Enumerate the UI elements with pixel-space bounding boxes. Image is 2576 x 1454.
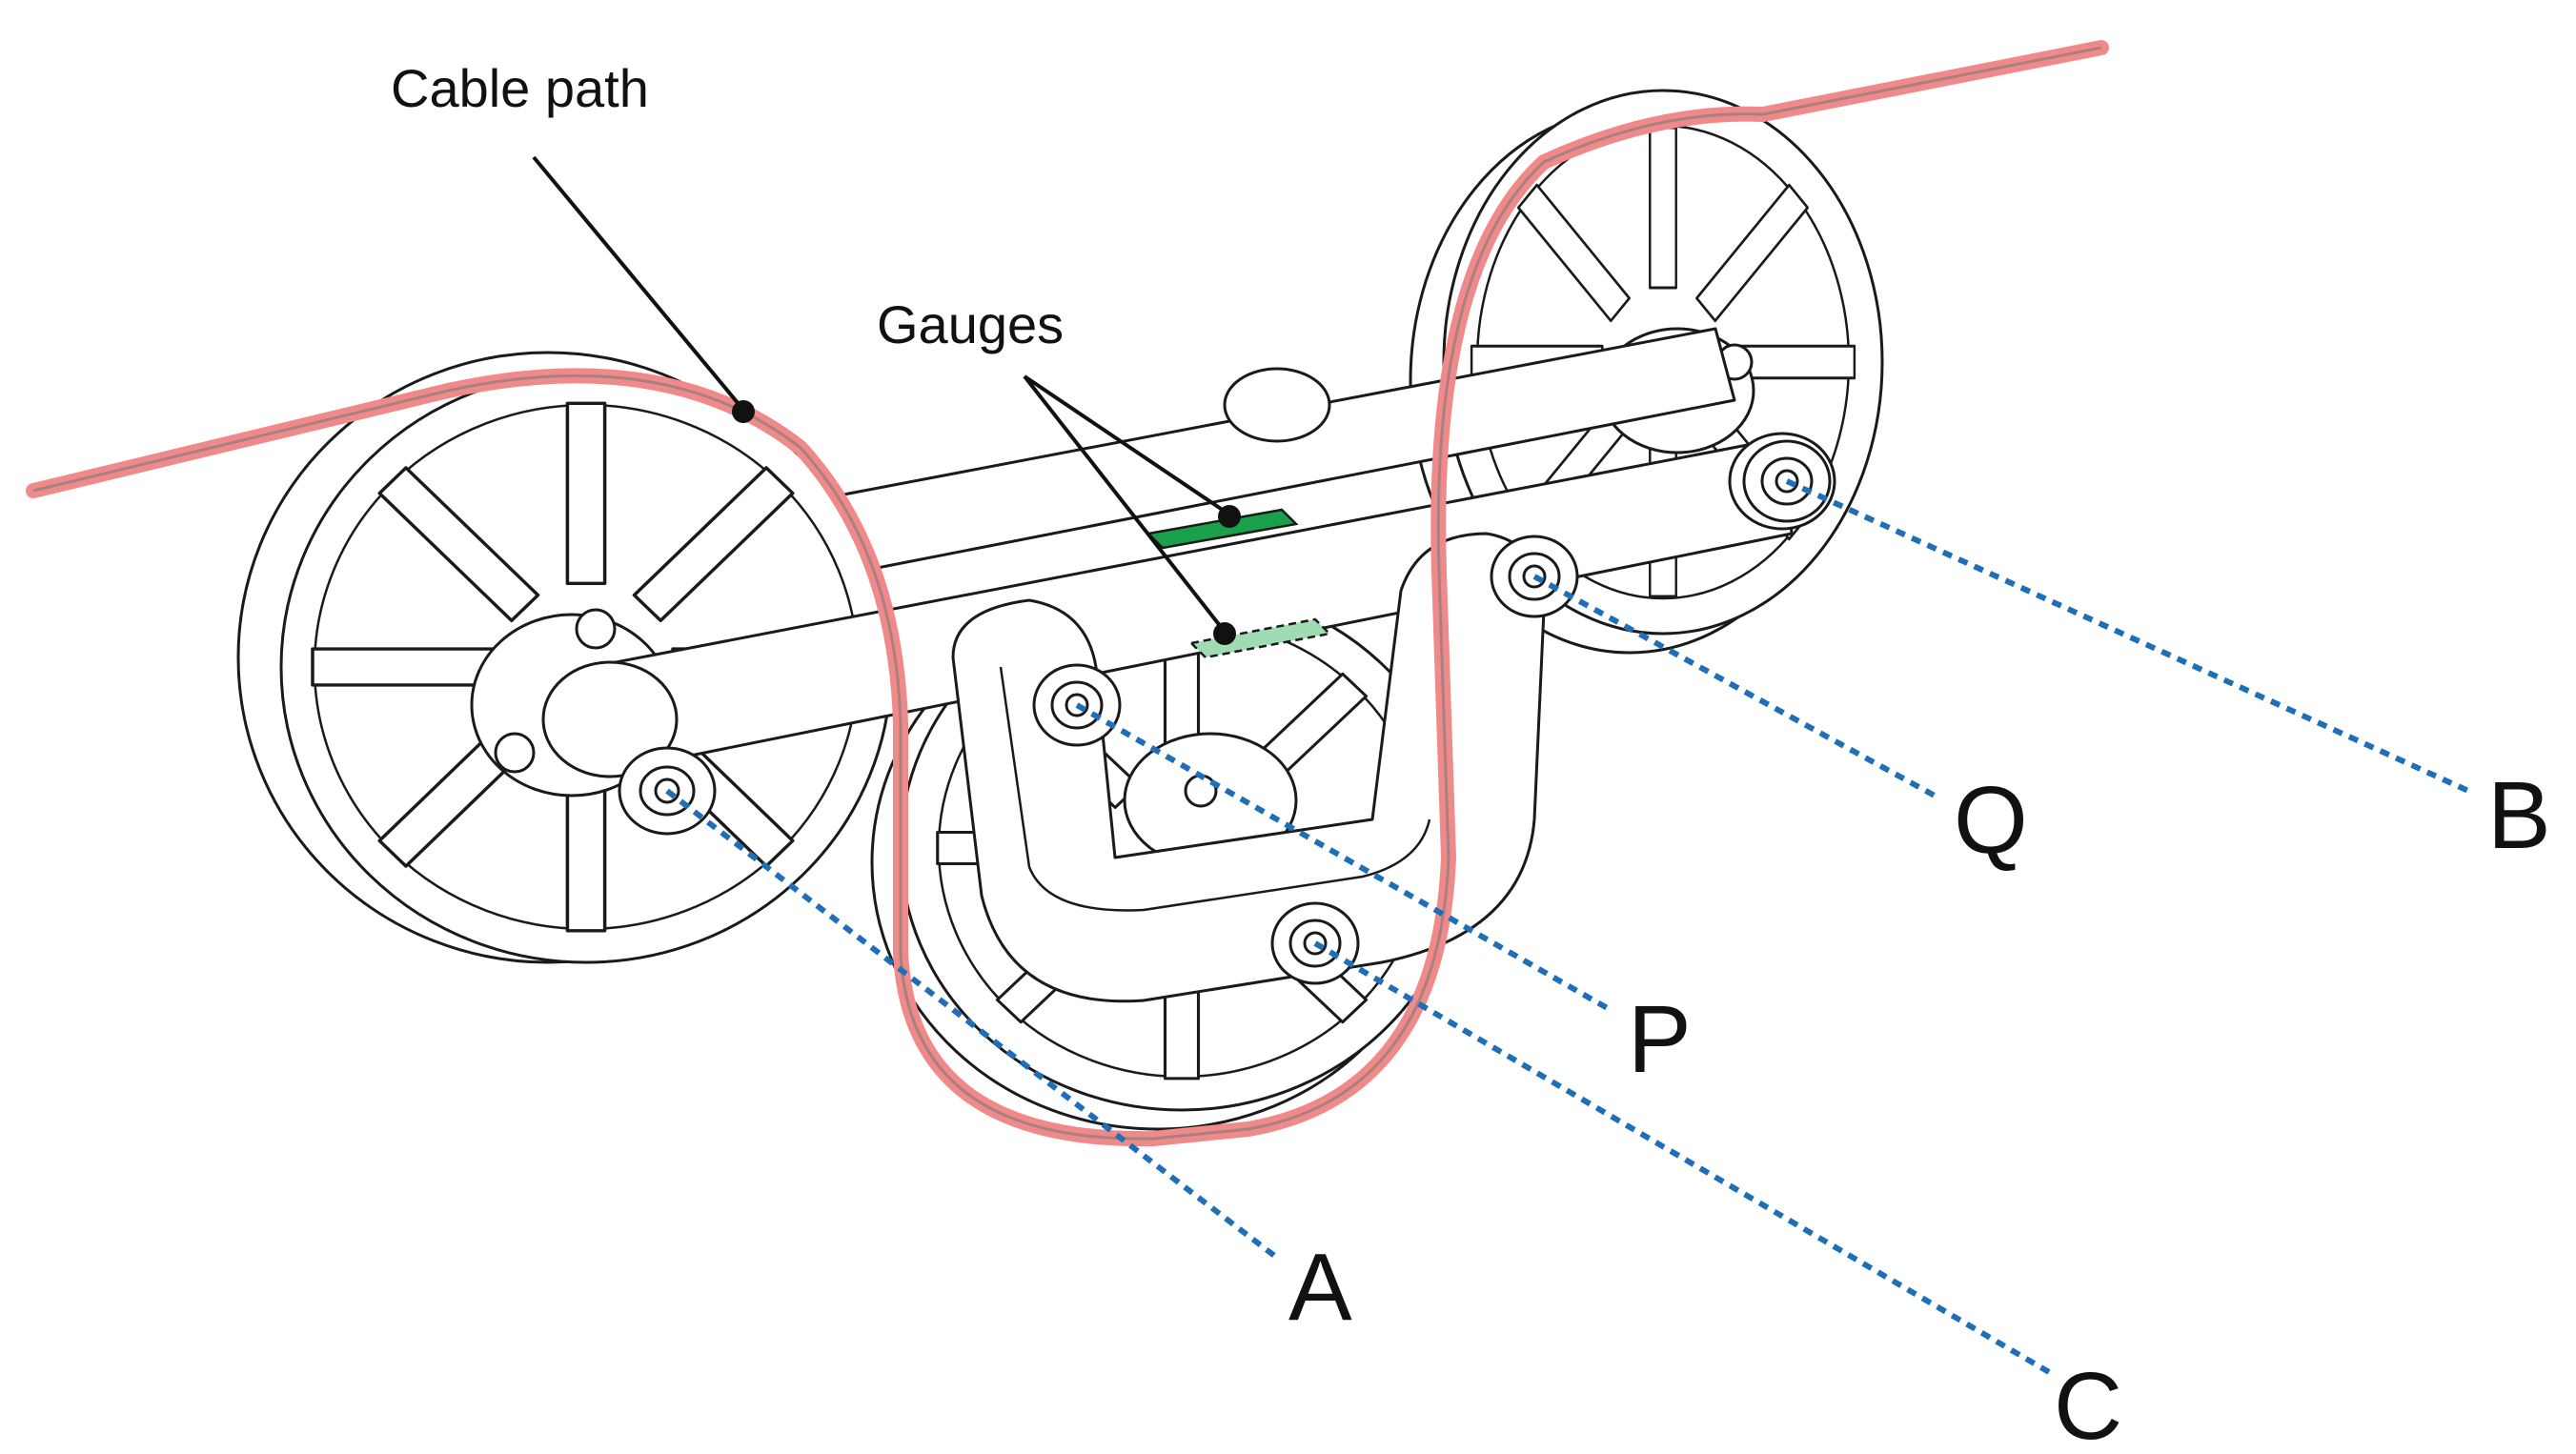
leader-q: [1532, 574, 1937, 798]
center-hub: [1184, 774, 1218, 808]
gauges-leader: [1023, 374, 1241, 645]
label-q: Q: [1954, 767, 2028, 874]
leader-c: [1313, 940, 2051, 1375]
gauge-bottom: [1188, 617, 1332, 659]
label-b: B: [2487, 762, 2551, 869]
label-c: C: [2054, 1353, 2122, 1454]
gauges-label: Gauges: [877, 294, 1064, 354]
cable-path-leader: [532, 155, 755, 423]
cable-path-label: Cable path: [391, 58, 649, 118]
leader-b: [1785, 478, 2470, 794]
label-p: P: [1628, 986, 1692, 1093]
label-a: A: [1288, 1234, 1352, 1341]
leader-a: [665, 788, 1279, 1261]
